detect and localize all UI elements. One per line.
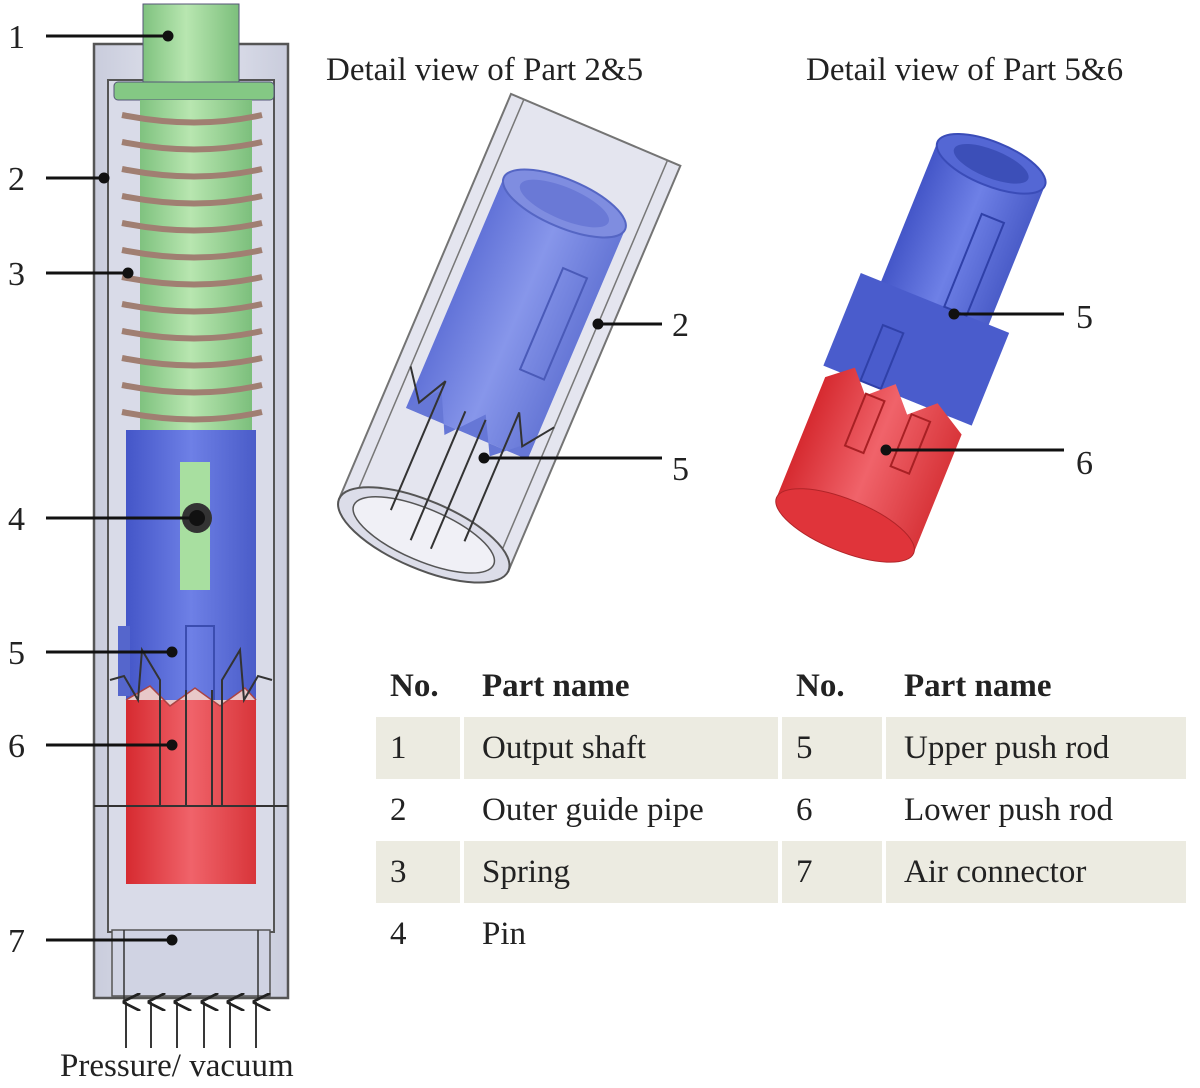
detail-25-leaders: [478, 318, 662, 464]
table-header-row: No. Part name No. Part name: [376, 655, 1186, 717]
cell: Spring: [464, 841, 782, 903]
cell: 6: [782, 779, 886, 841]
detail-56-leaders: [880, 308, 1064, 456]
header-part-name-2: Part name: [904, 667, 1052, 704]
callout-7: 7: [8, 923, 25, 960]
cell: 4: [376, 903, 464, 965]
detail-25-callout-2: 2: [672, 307, 689, 344]
output-shaft-body: [140, 100, 252, 440]
main-assembly: 1 2 3 4 5 6 7: [8, 3, 290, 1048]
table-row: 1 Output shaft 5 Upper push rod: [376, 717, 1186, 779]
cell: 5: [782, 717, 886, 779]
header-no: No.: [390, 667, 439, 704]
callout-2: 2: [8, 161, 25, 198]
pressure-vacuum-caption: Pressure/ vacuum: [60, 1048, 294, 1084]
upper-rod-lug-left: [118, 626, 130, 696]
cam-teeth: [125, 685, 257, 707]
spring: [121, 112, 263, 423]
cell: Air connector: [886, 841, 1186, 903]
cell: Outer guide pipe: [464, 779, 782, 841]
callout-5: 5: [8, 635, 25, 672]
output-shaft-flange: [113, 81, 275, 101]
detail-56-callout-6: 6: [1076, 445, 1093, 482]
detail-view-25-title: Detail view of Part 2&5: [326, 52, 644, 88]
cell: 1: [376, 717, 464, 779]
table-row: 4 Pin: [376, 903, 1186, 965]
cell: Output shaft: [464, 717, 782, 779]
table-row: 2 Outer guide pipe 6 Lower push rod: [376, 779, 1186, 841]
detail-56-callout-5: 5: [1076, 299, 1093, 336]
header-part-name: Part name: [482, 667, 630, 704]
main-leader-lines: [46, 30, 197, 946]
cell: Lower push rod: [904, 791, 1113, 828]
detail-view-2-5: 2 5: [337, 92, 689, 584]
cell: [782, 903, 886, 965]
detail-25-callout-5: 5: [672, 451, 689, 488]
callout-4: 4: [8, 501, 25, 538]
callout-3: 3: [8, 256, 25, 293]
header-no-2: No.: [796, 667, 845, 704]
cell: [886, 903, 1186, 965]
cell: 7: [782, 841, 886, 903]
lower-push-rod: [126, 700, 256, 884]
output-shaft-top: [142, 3, 240, 85]
cell: Upper push rod: [886, 717, 1186, 779]
callout-6: 6: [8, 728, 25, 765]
cell: 2: [376, 779, 464, 841]
parts-table: No. Part name No. Part name 1 Output sha…: [376, 655, 1186, 965]
callout-1: 1: [8, 19, 25, 56]
cell: Pin: [464, 903, 782, 965]
detail-upper-rod: [405, 177, 626, 460]
detail-view-5-6: 5 6: [775, 133, 1093, 563]
detail-view-56-title: Detail view of Part 5&6: [806, 52, 1124, 88]
table-row: 3 Spring 7 Air connector: [376, 841, 1186, 903]
guide-fingers: [94, 646, 288, 807]
cell: 3: [376, 841, 464, 903]
pressure-arrows: [126, 1002, 256, 1048]
